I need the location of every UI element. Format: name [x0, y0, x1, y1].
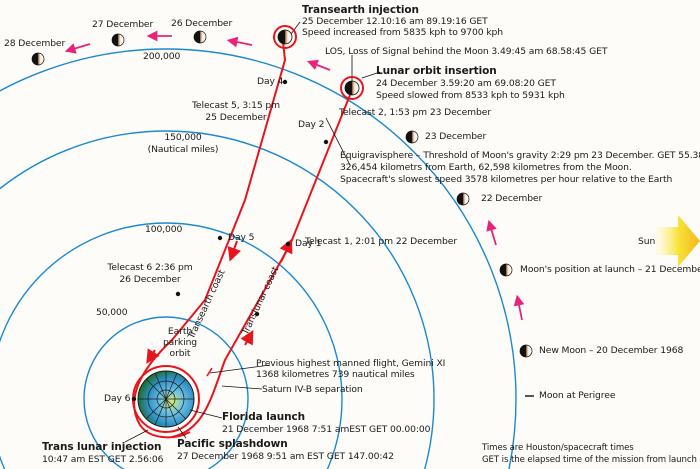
perigee-label: Moon at Perigree: [539, 390, 616, 401]
lunar-orbit-insertion-title: Lunar orbit insertion: [376, 65, 497, 77]
ring-label-150000: 150,000: [164, 132, 202, 143]
distance-rings: [0, 48, 517, 469]
day-1-label: Day 1: [295, 238, 322, 249]
footnote-line2: GET is the elapsed time of the mission f…: [482, 455, 697, 465]
sun-label: Sun: [638, 236, 656, 247]
telecast-6-line2: 26 December: [119, 274, 181, 285]
ring-50000: [83, 316, 249, 469]
los-label: LOS, Loss of Signal behind the Moon 3.49…: [325, 46, 608, 57]
ring-label-50000: 50,000: [96, 307, 128, 318]
moon-label-27dec: 27 December: [92, 19, 154, 30]
pacific-splashdown-time: 27 December 1968 9:51 am EST GET 147.00:…: [177, 451, 394, 462]
day-5-label: Day 5: [228, 232, 255, 243]
telecast-5-line2: 25 December: [205, 112, 267, 123]
ring-200000: [0, 48, 517, 469]
moon-label-21dec: Moon's position at launch – 21 December: [520, 264, 700, 275]
sun-arrow-icon: [656, 215, 700, 267]
earth-icon: [137, 370, 195, 428]
moon-label-23dec: 23 December: [425, 131, 487, 142]
ring-label-100000: 100,000: [145, 224, 183, 235]
trans-lunar-injection-time: 10:47 am EST GET 2.56:06: [42, 454, 164, 465]
parking-orbit-label-2: parking: [162, 337, 198, 348]
moon-motion-arrows: [64, 30, 525, 321]
transearth-injection-title: Transearth injection: [302, 4, 419, 16]
parking-orbit-label-1: Earth: [167, 326, 193, 337]
telecast-5-line1: Telecast 5, 3:15 pm: [191, 100, 281, 111]
transearth-injection-time: 25 December 12.10:16 am 89.19:16 GET: [302, 16, 488, 27]
parking-orbit-label-3: orbit: [169, 348, 191, 359]
telecast-6-line1: Telecast 6 2:36 pm: [107, 262, 193, 273]
day-4-label: Day 4: [257, 76, 284, 87]
moon-label-20dec: New Moon – 20 December 1968: [539, 345, 684, 356]
moon-label-28dec: 28 December: [4, 38, 66, 49]
ring-100000: [0, 222, 343, 469]
equigravisphere-line1: Equigravisphere – Threshold of Moon's gr…: [340, 150, 700, 161]
equigravisphere-line3: Spacecraft's slowest speed 3578 kilometr…: [340, 174, 673, 185]
ring-150000: [0, 130, 435, 469]
equigravisphere-line2: 326,454 kilometrs from Earth, 62,598 kil…: [340, 162, 632, 173]
florida-launch-time: 21 December 1968 7:51 amEST GET 00.00:00: [222, 424, 431, 435]
lunar-orbit-insertion-time: 24 December 3.59:20 am 69.08:20 GET: [376, 78, 556, 89]
moon-label-22dec: 22 December: [481, 193, 543, 204]
day-2-label: Day 2: [298, 119, 325, 130]
trans-lunar-injection-title: Trans lunar injection: [42, 441, 162, 453]
moon-markers: [31, 25, 533, 358]
florida-launch-title: Florida launch: [222, 411, 305, 423]
ring-unit-label: (Nautical miles): [147, 144, 219, 155]
ring-label-200000: 200,000: [143, 51, 181, 62]
transearth-path: [133, 41, 287, 439]
saturn-separation-label: Saturn IV-B separation: [262, 384, 363, 395]
footnote-line1: Times are Houston/spacecraft times: [482, 443, 634, 453]
transearth-injection-speed: Speed increased from 5835 kph to 9700 kp…: [302, 27, 504, 38]
moon-label-26dec: 26 December: [171, 18, 233, 29]
pacific-splashdown-title: Pacific splashdown: [177, 438, 288, 450]
day-dots: [131, 79, 329, 402]
telecast-1-label: Telecast 1, 2:01 pm 22 December: [305, 236, 457, 247]
gemini-xi-line1: Previous highest manned flight, Gemini X…: [256, 358, 446, 369]
lunar-orbit-insertion-speed: Speed slowed from 8533 kph to 5931 kph: [376, 90, 565, 101]
telecast-2-label: Telecast 2, 1:53 pm 23 December: [339, 107, 491, 118]
gemini-xi-line2: 1368 kilometres 739 nautical miles: [256, 369, 415, 380]
translunar-path: [171, 94, 351, 438]
day-6-label: Day 6: [104, 393, 131, 404]
